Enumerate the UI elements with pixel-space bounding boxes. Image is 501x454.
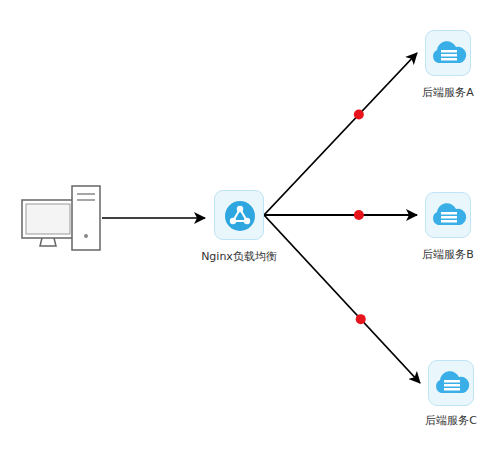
node-label: 后端服务C [425, 413, 477, 428]
connector-arrow [264, 53, 417, 215]
power-button [84, 234, 88, 238]
client-arrow [102, 217, 205, 219]
connector-arrow [264, 215, 420, 383]
client-computer [22, 186, 100, 250]
screen-symbol [26, 204, 70, 234]
drive-slot [77, 193, 95, 195]
node-label: 后端服务B [422, 247, 474, 262]
server-icon [426, 31, 472, 77]
monitor-symbol [22, 200, 74, 238]
tower-symbol [72, 186, 100, 250]
request-dot [354, 210, 364, 220]
stand-symbol [40, 238, 56, 246]
node-label: 后端服务A [422, 85, 474, 100]
node-label: Nginx负载均衡 [201, 249, 277, 264]
backend-node: 后端服务B [425, 192, 471, 238]
backend-node: 后端服务A [425, 30, 471, 76]
backend-node: 后端服务C [428, 360, 474, 406]
drive-slot [77, 199, 95, 201]
server-icon [426, 193, 472, 239]
request-dot [354, 110, 364, 120]
load-balancer-node: Nginx负载均衡 [214, 190, 264, 240]
balancer-icon [215, 191, 265, 241]
server-icon [429, 361, 475, 407]
request-dot [356, 314, 366, 324]
connector-arrow [264, 214, 417, 216]
